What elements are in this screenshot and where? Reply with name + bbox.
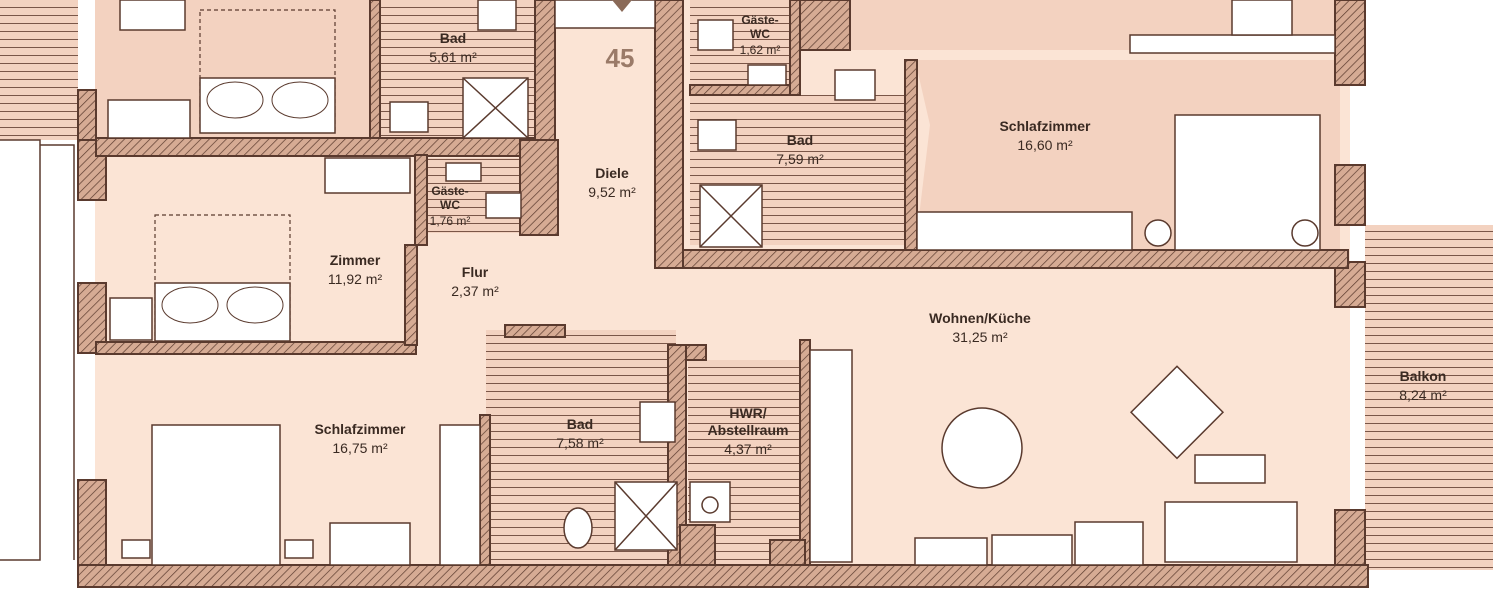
furniture	[107, 0, 1336, 566]
room-area-schlafzimmer-left: 16,75 m²	[332, 440, 388, 456]
room-name-wohnen-kueche: Wohnen/Küche	[929, 310, 1031, 326]
room-area-diele: 9,52 m²	[588, 184, 636, 200]
room-area-wohnen-kueche: 31,25 m²	[952, 329, 1008, 345]
room-name-bad-top-right: Bad	[787, 132, 813, 148]
room-name-schlafzimmer-right: Schlafzimmer	[999, 118, 1091, 134]
left-balcony-strip	[0, 0, 78, 596]
room-name-flur: Flur	[462, 264, 489, 280]
room-area-gaeste-wc-top: 1,62 m²	[740, 43, 781, 57]
room-name-gaeste-wc-top: Gäste-WC	[741, 13, 778, 41]
unit-number: 45	[606, 43, 635, 73]
room-area-bad-top-right: 7,59 m²	[776, 151, 824, 167]
room-name-gaeste-wc-mid: Gäste-WC	[431, 184, 468, 212]
room-area-gaeste-wc-mid: 1,76 m²	[430, 214, 471, 228]
room-name-diele: Diele	[595, 165, 629, 181]
room-name-bad-top-left: Bad	[440, 30, 466, 46]
room-area-schlafzimmer-right: 16,60 m²	[1017, 137, 1073, 153]
room-name-balkon: Balkon	[1400, 368, 1447, 384]
room-area-bad-top-left: 5,61 m²	[429, 49, 477, 65]
room-name-zimmer: Zimmer	[330, 252, 381, 268]
room-area-hwr: 4,37 m²	[724, 441, 772, 457]
room-area-zimmer: 11,92 m²	[328, 271, 383, 287]
room-area-bad-bottom: 7,58 m²	[556, 435, 604, 451]
walls	[77, 0, 1369, 588]
room-labels: Bad 5,61 m² Gäste-WC 1,62 m² Bad 7,59 m²…	[314, 13, 1447, 457]
room-area-flur: 2,37 m²	[451, 283, 499, 299]
room-name-bad-bottom: Bad	[567, 416, 593, 432]
room-name-schlafzimmer-left: Schlafzimmer	[314, 421, 406, 437]
room-name-hwr: HWR/Abstellraum	[708, 405, 789, 438]
room-area-balkon: 8,24 m²	[1399, 387, 1447, 403]
